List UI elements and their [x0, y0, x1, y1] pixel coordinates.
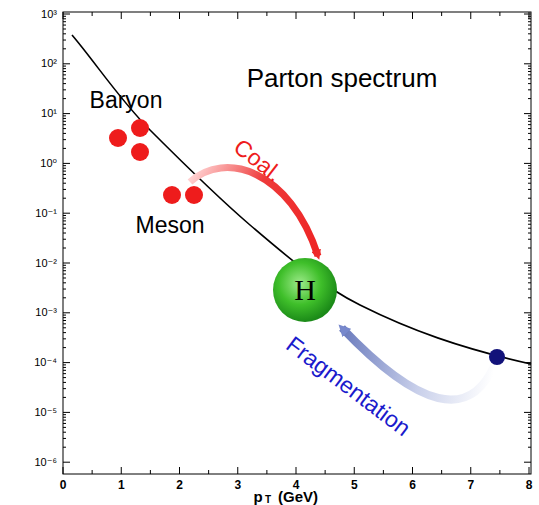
spectrum-curve — [72, 35, 531, 364]
y-tick-label: 10⁻⁵ — [34, 407, 57, 418]
fast-parton-dot — [489, 349, 505, 365]
axis-subscript: T — [265, 495, 271, 505]
y-tick-label: 10⁻⁶ — [34, 457, 57, 468]
axis-title: p — [253, 489, 262, 504]
quark-dots — [109, 119, 203, 204]
hadron-circle: H — [272, 257, 338, 323]
x-tick-label: 5 — [351, 479, 358, 491]
plot-frame — [63, 12, 531, 474]
x-tick-label: 6 — [409, 479, 416, 491]
axis-title: (GeV) — [278, 489, 318, 504]
x-tick-label: 1 — [118, 479, 125, 491]
x-tick-label: 2 — [176, 479, 183, 491]
x-tick-label: 0 — [60, 479, 67, 491]
baryon-label: Baryon — [90, 89, 163, 112]
x-tick-label: 7 — [467, 479, 474, 491]
y-tick-label: 10⁻² — [35, 258, 57, 269]
meson-label: Meson — [135, 214, 204, 237]
y-tick-label: 10³ — [41, 9, 57, 20]
y-tick-label: 10⁰ — [40, 158, 57, 169]
y-tick-label: 10⁻¹ — [35, 208, 57, 219]
y-tick-label: 10² — [41, 58, 57, 69]
y-tick-label: 10⁻³ — [35, 307, 57, 318]
chart-title: Parton spectrum — [247, 65, 438, 91]
fragmentation-label: Fragmentation — [282, 332, 414, 440]
x-tick-label: 8 — [526, 479, 533, 491]
x-tick-label: 3 — [234, 479, 241, 491]
y-tick-label: 10¹ — [41, 108, 57, 119]
axis-ticks — [63, 12, 531, 474]
y-tick-label: 10⁻⁴ — [34, 357, 57, 368]
coalescence-arrow — [190, 168, 318, 256]
hadron-symbol: H — [294, 275, 316, 305]
